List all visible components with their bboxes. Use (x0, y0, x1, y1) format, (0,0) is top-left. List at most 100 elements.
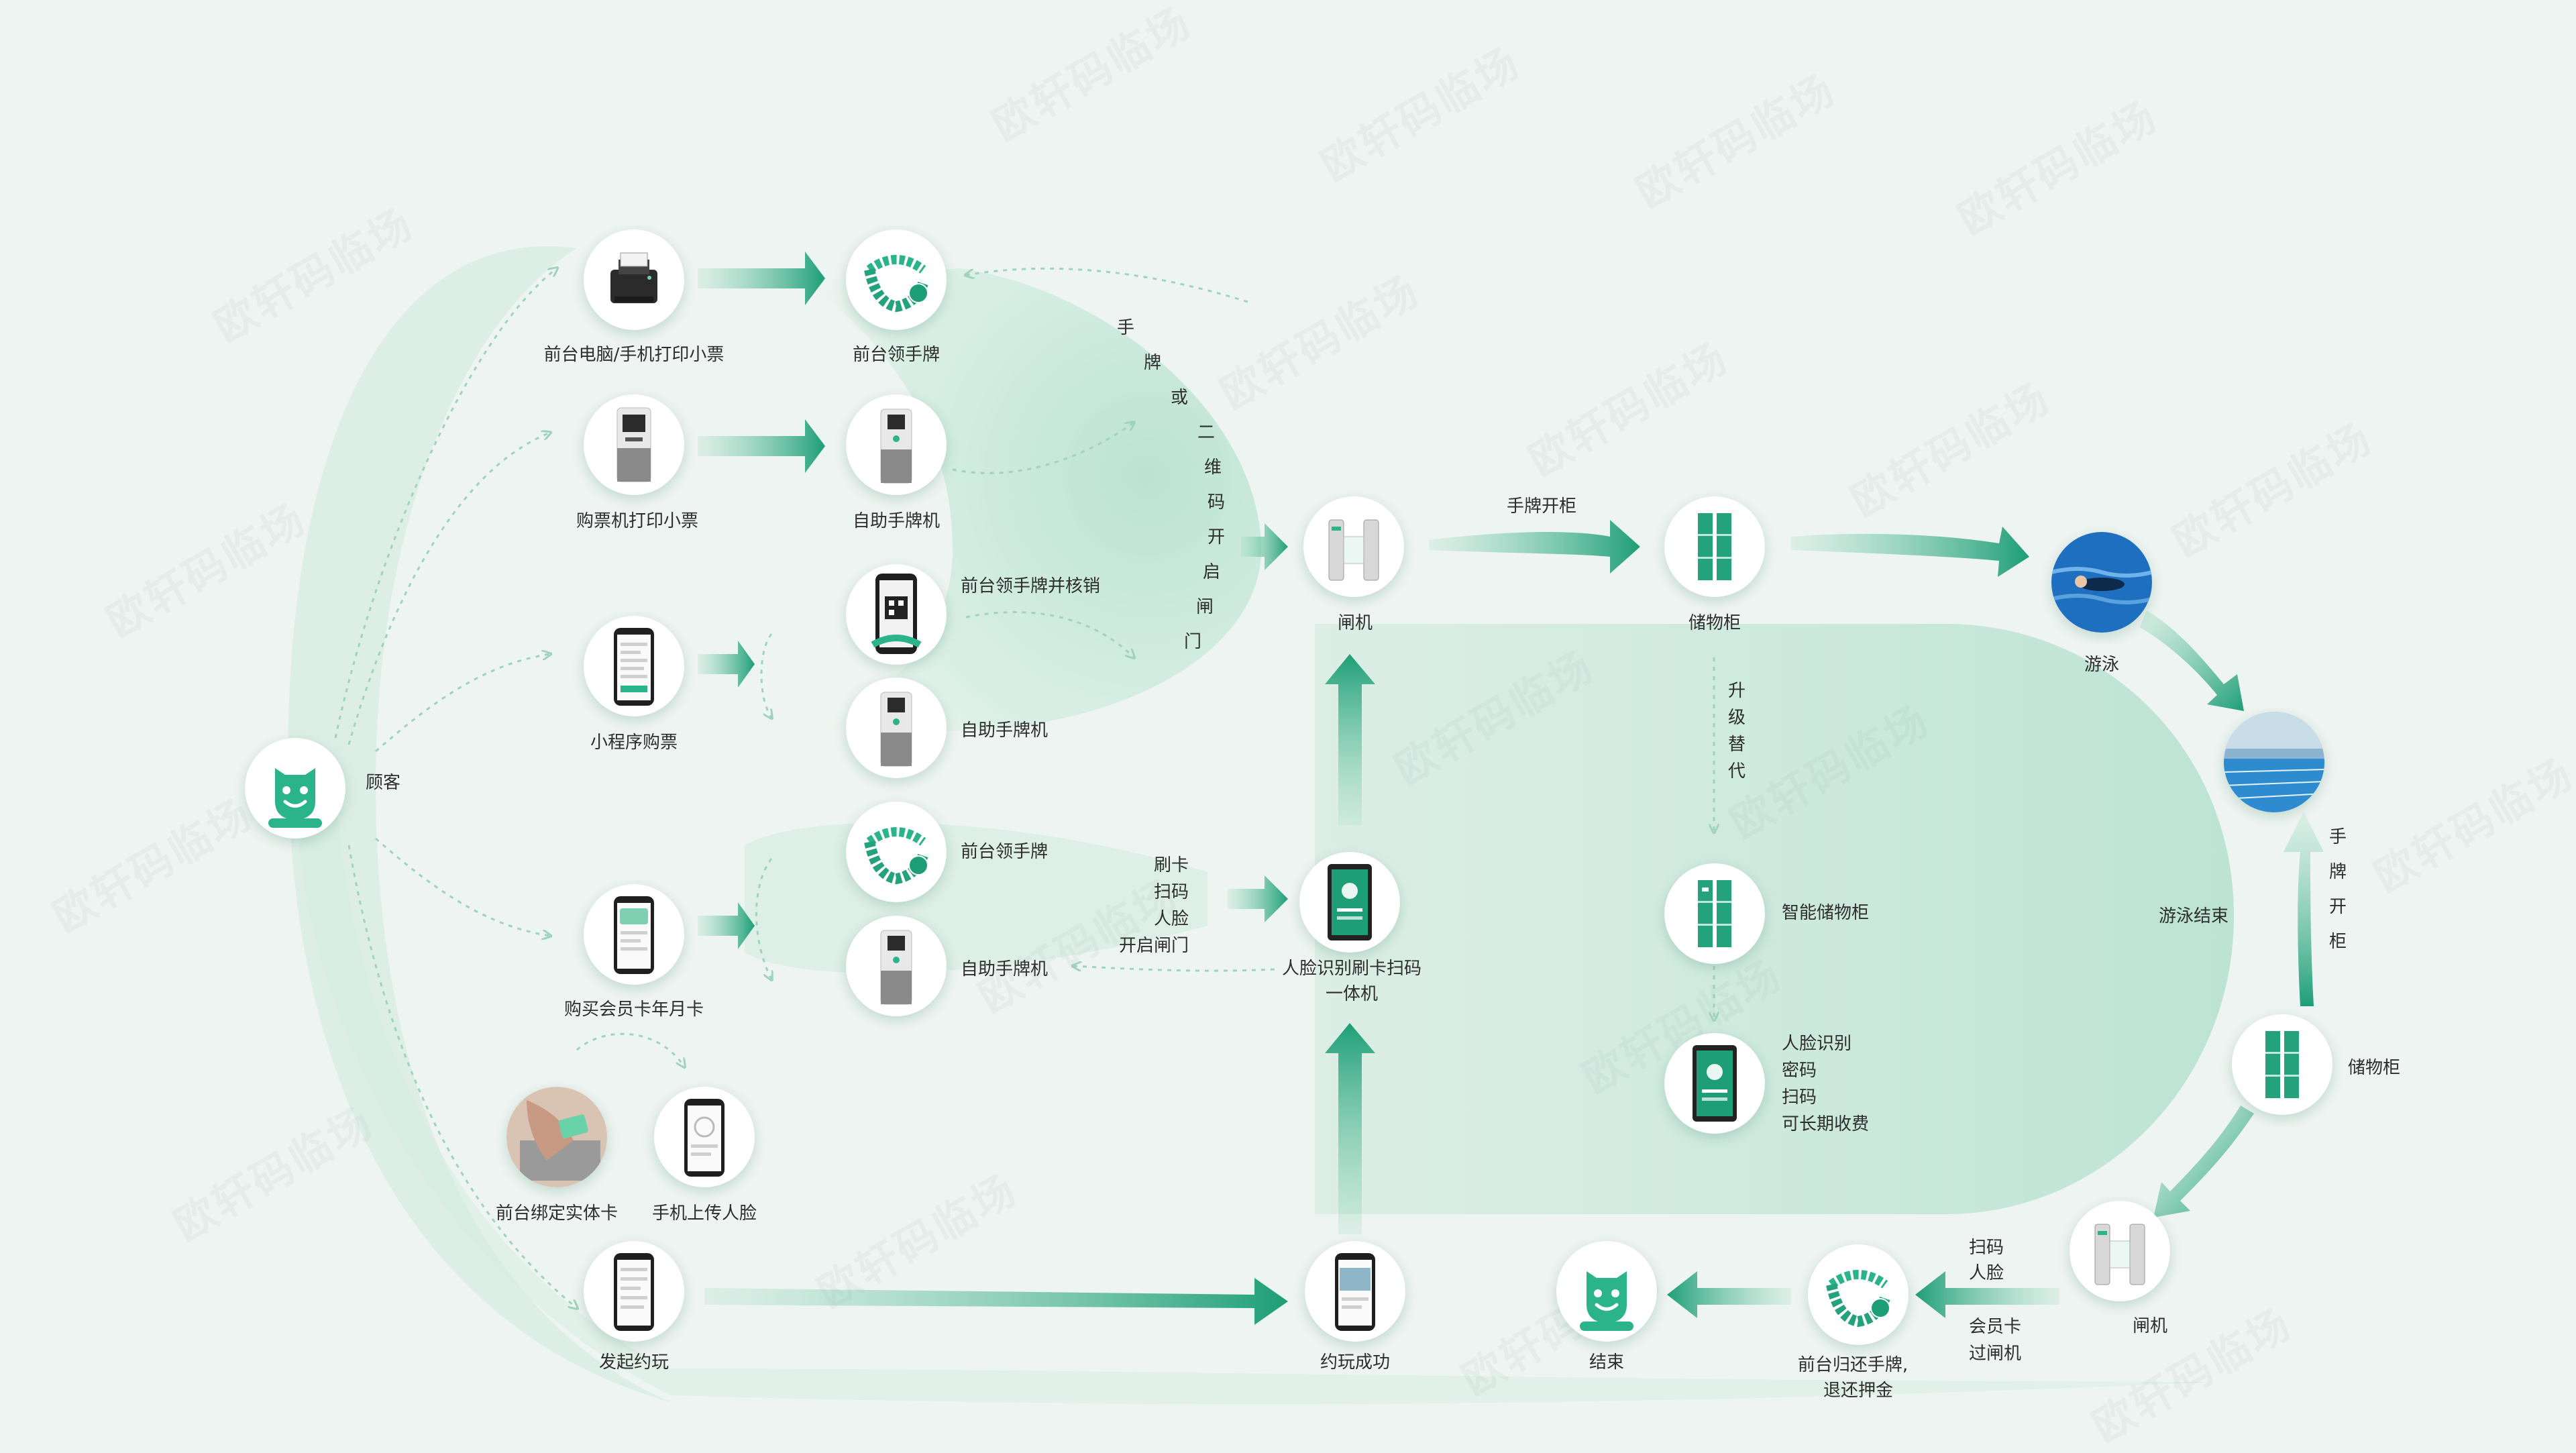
wristband-icon (864, 255, 928, 313)
front-wristband-label-2: 前台领手牌 (961, 842, 1049, 862)
face-locker-feature-2: 密码 (1782, 1061, 1817, 1081)
edge-label-wristband-open-locker: 手牌开柜 (1506, 496, 1577, 517)
kiosk-icon (880, 930, 912, 1005)
turnstile-icon (1328, 519, 1379, 581)
edge-label-char: 牌 (1144, 353, 1162, 373)
smartphone-icon (614, 896, 654, 974)
face-locker-feature-3: 扫码 (1782, 1087, 1817, 1108)
smartphone-icon (1335, 1253, 1375, 1331)
swim-node[interactable] (2051, 532, 2152, 633)
start-play-label: 发起约玩 (598, 1352, 669, 1373)
customer-node[interactable] (245, 738, 345, 839)
gate-label-2: 闸机 (2132, 1316, 2168, 1336)
smartphone-icon (684, 1099, 724, 1177)
locker-icon (2265, 1031, 2299, 1098)
play-success-label: 约玩成功 (1320, 1352, 1391, 1373)
edge-label-member-card-1: 会员卡 (1969, 1317, 2022, 1337)
flow-arrows (698, 252, 2324, 1325)
kiosk-icon (880, 692, 912, 767)
edge-label-char: 开 (1208, 527, 1226, 547)
smartphone-icon (614, 628, 654, 706)
self-wristband-machine-label-3: 自助手牌机 (961, 959, 1049, 979)
self-wristband-machine-node-3[interactable] (846, 916, 947, 1016)
edge-label-member-card-2: 过闸机 (1969, 1344, 2022, 1364)
face-locker-feature-1: 人脸识别 (1782, 1034, 1852, 1054)
gate-node-2[interactable] (2070, 1201, 2170, 1301)
edge-label-upgrade-replace: 升级替代 (1727, 681, 1746, 782)
edge-label-card-scan-face-4: 开启闸门 (1119, 936, 1189, 956)
face-recognition-terminal-icon (1693, 1045, 1737, 1122)
self-wristband-machine-label-2: 自助手牌机 (961, 720, 1049, 741)
edge-label-char: 闸 (1196, 597, 1214, 617)
front-wristband-node-1[interactable] (846, 229, 947, 330)
locker-node-1[interactable] (1664, 496, 1765, 597)
locker-node-2[interactable] (2232, 1014, 2332, 1115)
self-wristband-machine-node-2[interactable] (846, 678, 947, 778)
front-wristband-label-1: 前台领手牌 (852, 345, 941, 365)
upload-face-label: 手机上传人脸 (651, 1203, 757, 1224)
pool-node[interactable] (2224, 712, 2324, 812)
dotted-connectors (334, 268, 1714, 1308)
member-card-node[interactable] (584, 884, 684, 985)
edge-label-wristband-or-qr: 手牌或二维码开启闸门 (1117, 315, 1225, 664)
ticket-machine-label: 购票机打印小票 (576, 511, 699, 531)
region-upper-fan (805, 268, 1261, 731)
region-left-swoosh (288, 246, 672, 1403)
kiosk-icon (880, 409, 912, 484)
self-wristband-machine-node-1[interactable] (846, 394, 947, 495)
region-right-band (1315, 624, 2234, 1214)
edge-label-char: 启 (1203, 562, 1221, 582)
edge-label-card-scan-face-2: 扫码 (1154, 882, 1189, 902)
locker-label-1: 储物柜 (1688, 613, 1741, 633)
face-locker-feature-4: 可长期收费 (1782, 1114, 1870, 1134)
turnstile-icon (2094, 1224, 2145, 1285)
edge-label-card-scan-face-1: 刷卡 (1154, 855, 1189, 875)
gate-label-1: 闸机 (1337, 613, 1373, 633)
mini-program-node[interactable] (584, 616, 684, 716)
return-wristband-label-line2: 退还押金 (1823, 1381, 1894, 1401)
bind-card-node[interactable] (506, 1087, 607, 1187)
edge-label-card-scan-face-3: 人脸 (1154, 909, 1189, 929)
swimmer-photo-icon (2051, 532, 2152, 633)
mini-program-label: 小程序购票 (590, 733, 678, 753)
print-ticket-front-node[interactable] (584, 229, 684, 330)
start-play-node[interactable] (584, 1241, 684, 1342)
return-wristband-label-line1: 前台归还手牌, (1797, 1355, 1909, 1375)
smartphone-icon (614, 1253, 654, 1331)
pool-photo-icon (2224, 712, 2324, 812)
face-terminal-label-line1: 人脸识别刷卡扫码 (1281, 959, 1422, 979)
edge-label-char: 门 (1184, 632, 1202, 652)
ticket-machine-node[interactable] (584, 394, 684, 495)
smartphone-icon (871, 574, 922, 654)
end-label: 结束 (1589, 1352, 1625, 1373)
customer-label: 顾客 (366, 773, 401, 793)
front-wristband-verify-node[interactable] (846, 564, 947, 665)
upload-face-node[interactable] (654, 1087, 755, 1187)
print-ticket-front-label: 前台电脑/手机打印小票 (543, 345, 724, 365)
front-wristband-node-2[interactable] (846, 802, 947, 902)
edge-label-scan-face-1: 扫码 (1969, 1238, 2004, 1258)
wristband-icon (1826, 1270, 1890, 1328)
face-locker-node[interactable] (1664, 1033, 1765, 1134)
play-success-node[interactable] (1305, 1241, 1405, 1342)
hand-card-photo-icon (506, 1087, 607, 1187)
gate-node-1[interactable] (1303, 496, 1404, 597)
swim-label: 游泳 (2084, 655, 2120, 675)
wristband-icon (864, 827, 928, 885)
front-wristband-verify-label: 前台领手牌并核销 (961, 576, 1101, 596)
end-node[interactable] (1556, 1241, 1657, 1342)
return-wristband-node[interactable] (1808, 1244, 1909, 1345)
self-wristband-machine-label-1: 自助手牌机 (852, 511, 941, 531)
edge-label-char: 码 (1208, 492, 1226, 513)
edge-label-wristband-open-locker-v: 手牌开柜 (2328, 827, 2347, 952)
receipt-printer-icon (610, 252, 657, 303)
smart-locker-node[interactable] (1664, 863, 1765, 964)
edge-label-char: 或 (1171, 388, 1189, 408)
face-terminal-label-line2: 一体机 (1325, 984, 1379, 1004)
bind-card-label: 前台绑定实体卡 (495, 1203, 619, 1224)
face-terminal-node[interactable] (1299, 852, 1400, 953)
edge-label-char: 二 (1197, 423, 1216, 443)
edge-label-scan-face-2: 人脸 (1969, 1263, 2004, 1283)
locker-icon (1698, 880, 1731, 947)
